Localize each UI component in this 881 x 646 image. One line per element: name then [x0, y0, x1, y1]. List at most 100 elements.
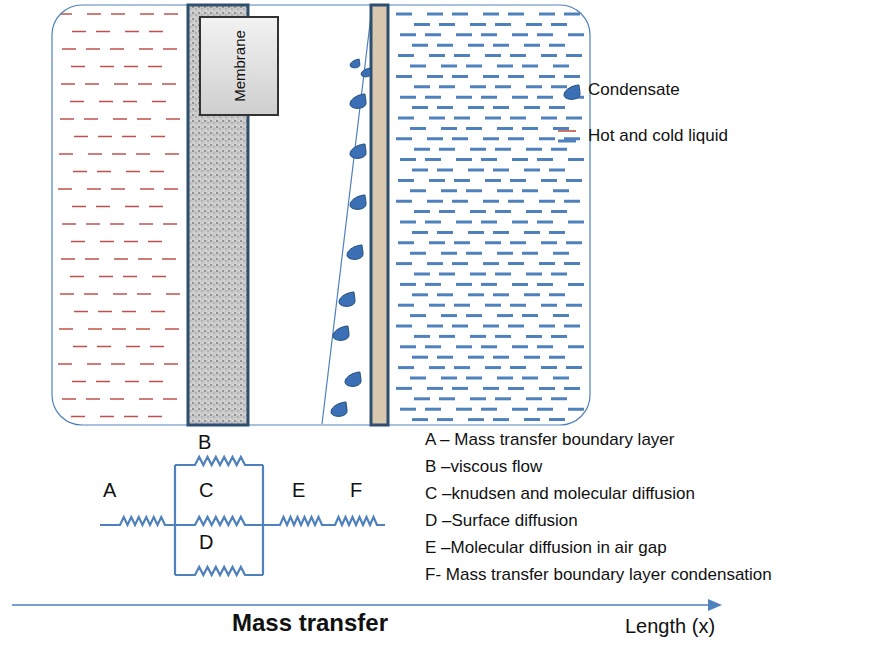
- cold-liquid-dash: [512, 96, 528, 99]
- cold-liquid-dash: [522, 252, 538, 255]
- key-entry: A – Mass transfer boundary layer: [425, 430, 674, 450]
- hot-liquid-dash: [111, 363, 125, 365]
- cold-liquid-dash: [508, 325, 524, 328]
- cold-liquid-dash: [553, 314, 569, 317]
- cold-liquid-dash: [524, 106, 540, 109]
- module-outline: [52, 5, 590, 425]
- cold-liquid-dash: [414, 85, 430, 88]
- cold-liquid-dash: [414, 210, 430, 213]
- hot-liquid-dash: [124, 416, 138, 418]
- cold-liquid-dash: [537, 408, 553, 411]
- cold-liquid-dash: [414, 273, 430, 276]
- hot-liquid-dash: [60, 293, 74, 295]
- cold-liquid-dash: [493, 293, 509, 296]
- cold-liquid-dash: [553, 252, 569, 255]
- cold-liquid-dash: [510, 241, 526, 244]
- cold-liquid-dash: [425, 96, 441, 99]
- cold-liquid-dash: [551, 148, 567, 151]
- cold-liquid-dash: [493, 106, 509, 109]
- cold-liquid-dash: [539, 137, 555, 140]
- condensate-drop: [339, 292, 355, 306]
- cold-liquid-dash: [470, 210, 486, 213]
- hot-liquid-dash: [139, 223, 153, 225]
- cold-liquid-dash: [485, 304, 501, 307]
- cold-liquid-dash: [551, 397, 567, 400]
- cold-liquid-dash: [526, 85, 542, 88]
- cold-liquid-dash: [510, 179, 526, 182]
- hot-liquid-dash: [137, 118, 151, 120]
- cold-liquid-dash: [508, 137, 524, 140]
- cold-liquid-dash: [508, 75, 524, 78]
- cold-liquid-dash: [497, 314, 513, 317]
- hot-liquid-dash: [97, 171, 111, 173]
- legend-text: Hot and cold liquid: [588, 126, 728, 146]
- cold-liquid-dash: [396, 75, 412, 78]
- hot-liquid-dash: [123, 101, 137, 103]
- cold-liquid-dash: [429, 117, 445, 120]
- cold-liquid-dash: [551, 335, 567, 338]
- hot-liquid-dash: [100, 416, 114, 418]
- cold-liquid-dash: [526, 210, 542, 213]
- cold-liquid-dash: [396, 387, 412, 390]
- network-letter: B: [198, 430, 211, 454]
- resistor-d: [175, 567, 263, 575]
- cold-liquid-dash: [564, 75, 580, 78]
- cold-liquid-dash: [429, 179, 445, 182]
- condensate-drop: [564, 85, 580, 99]
- cold-liquid-dash: [483, 200, 499, 203]
- cold-liquid-dash: [497, 65, 513, 68]
- cold-liquid-dash: [468, 44, 484, 47]
- cold-liquid-dash: [437, 106, 453, 109]
- cold-liquid-dash: [553, 189, 569, 192]
- cold-liquid-dash: [437, 293, 453, 296]
- cold-liquid-dash: [441, 127, 457, 130]
- cold-liquid-dash: [568, 221, 584, 224]
- cold-liquid-dash: [456, 408, 472, 411]
- hot-liquid-dash: [140, 188, 154, 190]
- cold-liquid-dash: [551, 210, 567, 213]
- cold-liquid-dash: [398, 304, 414, 307]
- key-entry: E –Molecular diffusion in air gap: [425, 538, 667, 558]
- cold-liquid-dash: [485, 54, 501, 57]
- cold-liquid-dash: [549, 356, 565, 359]
- cold-liquid-dash: [396, 200, 412, 203]
- hot-liquid-dash: [73, 346, 87, 348]
- hot-liquid-dash: [126, 171, 140, 173]
- cold-liquid-dash: [410, 252, 426, 255]
- cold-liquid-dash: [414, 148, 430, 151]
- cold-liquid-dash: [485, 241, 501, 244]
- hot-liquid-dash: [136, 328, 150, 330]
- hot-liquid-dash: [138, 258, 152, 260]
- cold-liquid-dash: [468, 356, 484, 359]
- cold-liquid-dash: [470, 335, 486, 338]
- axis-title: Mass transfer: [232, 609, 388, 638]
- cold-liquid-dash: [566, 179, 582, 182]
- condensate-drop: [347, 245, 363, 259]
- hot-liquid-dash: [100, 66, 114, 68]
- hot-liquid-dash: [70, 101, 84, 103]
- cold-liquid-dash: [539, 13, 555, 16]
- cold-liquid-dash: [485, 179, 501, 182]
- cold-liquid-dash: [400, 408, 416, 411]
- cold-liquid-dash: [470, 23, 486, 26]
- cold-liquid-dash: [427, 137, 443, 140]
- hot-liquid-dash: [97, 346, 111, 348]
- hot-liquid-dash: [149, 206, 163, 208]
- hot-liquid-dash: [88, 328, 102, 330]
- cold-liquid-dash: [456, 221, 472, 224]
- cold-liquid-dash: [495, 397, 511, 400]
- hot-liquid-dash: [59, 153, 73, 155]
- cold-liquid-dash: [512, 221, 528, 224]
- cold-liquid-dash: [481, 345, 497, 348]
- resistor-e-f: [263, 517, 385, 525]
- hot-liquid-dash: [112, 153, 126, 155]
- cold-liquid-dash: [522, 314, 538, 317]
- cold-liquid-dash: [441, 377, 457, 380]
- cold-liquid-dash: [429, 54, 445, 57]
- hot-liquid-dash: [112, 328, 126, 330]
- hot-liquid-dash: [74, 311, 88, 313]
- cold-liquid-dash: [495, 273, 511, 276]
- hot-liquid-dash: [140, 363, 154, 365]
- cold-liquid-dash: [437, 418, 453, 421]
- cold-liquid-dash: [510, 304, 526, 307]
